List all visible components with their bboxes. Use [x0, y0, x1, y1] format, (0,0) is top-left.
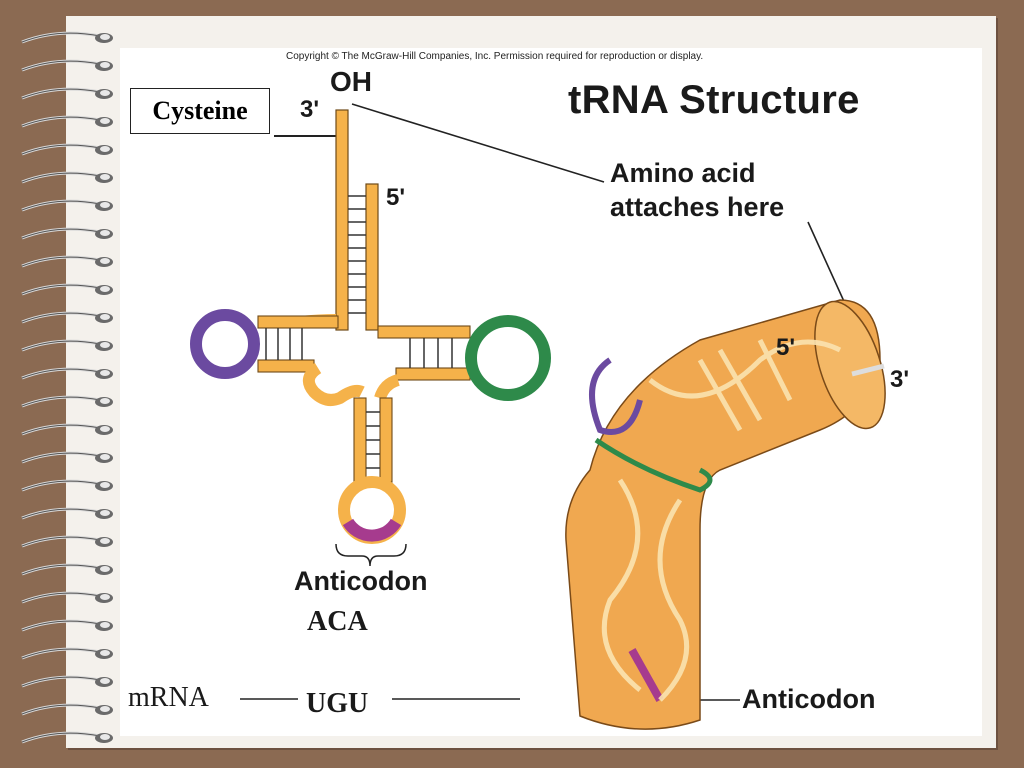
- five-prime-3d-label: 5': [776, 334, 796, 361]
- codon-sequence: UGU: [306, 688, 369, 719]
- t-arm: [377, 315, 551, 401]
- attaches-here-label: attaches here: [610, 192, 785, 222]
- five-prime-label: 5': [386, 184, 406, 211]
- spiral-ring: [21, 563, 113, 576]
- spiral-ring: [21, 255, 113, 268]
- spiral-ring: [21, 339, 113, 352]
- spiral-ring: [21, 535, 113, 548]
- anticodon-arm: [338, 397, 406, 544]
- acceptor-stem: [335, 109, 379, 331]
- spiral-ring: [21, 423, 113, 436]
- variable-region: [302, 362, 365, 406]
- spiral-ring: [21, 171, 113, 184]
- spiral-ring: [21, 227, 113, 240]
- three-prime-label: 3': [300, 96, 320, 123]
- copyright-notice: Copyright © The McGraw-Hill Companies, I…: [286, 51, 704, 62]
- spiral-ring: [21, 311, 113, 324]
- anticodon-label-right: Anticodon: [742, 684, 876, 714]
- d-arm: [190, 309, 339, 379]
- spiral-ring: [21, 395, 113, 408]
- spiral-ring: [21, 59, 113, 72]
- spiral-ring: [21, 451, 113, 464]
- spiral-ring: [21, 367, 113, 380]
- amino-acid-label: Amino acid: [610, 158, 756, 188]
- spiral-ring: [21, 143, 113, 156]
- spiral-ring: [21, 647, 113, 660]
- mrna-label: mRNA: [128, 682, 209, 713]
- spiral-ring: [21, 591, 113, 604]
- spiral-ring: [21, 703, 113, 716]
- trna-3d-model: [565, 299, 886, 730]
- spiral-ring: [21, 283, 113, 296]
- d-loop: [190, 309, 260, 379]
- diagram-title: tRNA Structure: [568, 78, 860, 122]
- spiral-ring: [21, 507, 113, 520]
- spiral-ring: [21, 731, 113, 744]
- amino-leader-line: [351, 103, 605, 183]
- spiral-ring: [21, 115, 113, 128]
- three-prime-3d-label: 3': [890, 366, 910, 393]
- anticodon-triplet: [342, 518, 402, 542]
- anticodon-sequence: ACA: [307, 606, 368, 637]
- anticodon-label-left: Anticodon: [294, 566, 428, 596]
- oh-label: OH: [330, 66, 372, 97]
- anticodon-brace: [335, 543, 407, 567]
- spiral-ring: [21, 87, 113, 100]
- t-loop: [465, 315, 551, 401]
- spiral-ring: [21, 31, 113, 44]
- amino-acid-box: Cysteine: [130, 88, 270, 134]
- spiral-ring: [21, 199, 113, 212]
- spiral-ring: [21, 479, 113, 492]
- spiral-ring: [21, 675, 113, 688]
- spiral-ring: [21, 619, 113, 632]
